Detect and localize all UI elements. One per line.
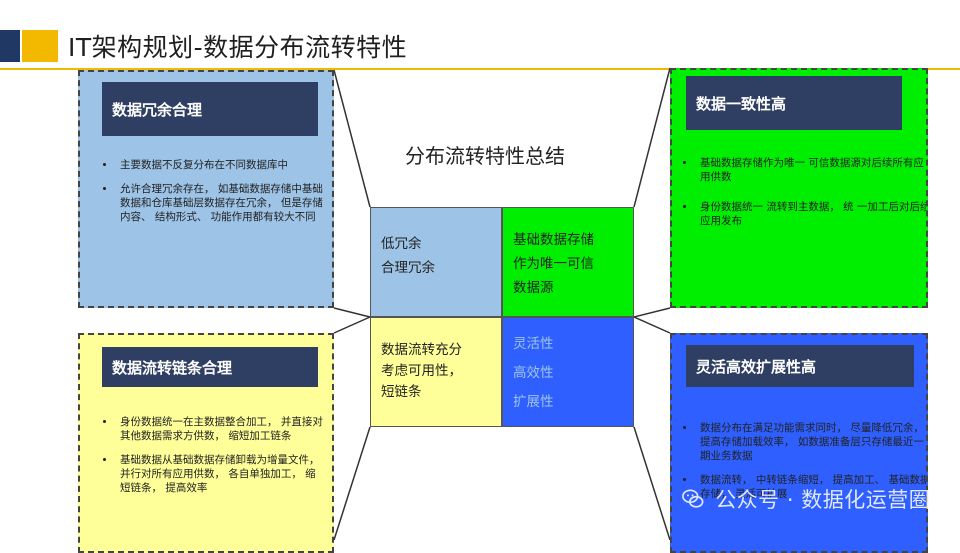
title-accent-navy — [0, 30, 20, 62]
quadrant-header: 数据一致性高 — [686, 76, 902, 130]
quadrant-box-data-consistency: 数据一致性高 基础数据存储作为唯一 可信数据源对后续所有应用供数 身份数据统一 … — [670, 68, 928, 308]
bullet-list: 主要数据不反复分布在不同数据库中 允许合理冗余存在， 如基础数据存储中基础数据和… — [100, 158, 326, 234]
quadrant-header: 灵活高效扩展性高 — [686, 345, 914, 387]
summary-cell-line: 合理冗余 — [381, 260, 435, 276]
summary-cell-redundancy: 低冗余 合理冗余 — [370, 207, 502, 317]
bullet-item: 允许合理冗余存在， 如基础数据存储中基础数据和仓库基础层数据存在冗余， 但是存储… — [116, 182, 326, 224]
connector-line-bottom-left — [333, 426, 371, 540]
title-underline — [0, 68, 960, 70]
summary-cell-line: 扩展性 — [513, 394, 554, 410]
bullet-item: 数据流转， 中转链条缩短， 提高加工、 基础数据存储， 灵活可扩展 — [696, 473, 926, 501]
bullet-item: 基础数据从基础数据存储卸载为增量文件， 并行对所有应用供数， 各自单独加工， 缩… — [116, 453, 326, 495]
connector-lines — [333, 67, 671, 540]
summary-cell-line: 作为唯一可信 — [513, 256, 594, 272]
summary-cell-line: 基础数据存储 — [513, 232, 594, 248]
quadrant-header: 数据冗余合理 — [102, 82, 318, 136]
bullet-item: 数据分布在满足功能需求同时， 尽量降低冗余， 提高存储加载效率， 如数据准备层只… — [696, 421, 926, 463]
watermark-text: 公众号 · 数据化运营圈 — [715, 488, 931, 512]
connector-line-mid-left-lower — [333, 316, 371, 334]
summary-cell-line: 短链条 — [381, 384, 422, 400]
quadrant-header: 数据流转链条合理 — [102, 347, 318, 387]
connector-line-mid-right-upper — [633, 307, 671, 318]
quadrant-box-data-flow-chain: 数据流转链条合理 身份数据统一在主数据整合加工， 并直接对其他数据需求方供数， … — [78, 333, 334, 553]
bullet-item: 主要数据不反复分布在不同数据库中 — [116, 158, 326, 172]
summary-cell-line: 数据源 — [513, 280, 554, 296]
summary-cell-line: 灵活性 — [513, 336, 554, 352]
summary-cell-line: 低冗余 — [381, 236, 422, 252]
summary-cell-line: 高效性 — [513, 365, 554, 381]
bullet-list: 基础数据存储作为唯一 可信数据源对后续所有应用供数 身份数据统一 流转到主数据，… — [680, 156, 926, 244]
summary-cell-flexibility: 灵活性 高效性 扩展性 — [502, 317, 634, 427]
quadrant-box-data-redundancy: 数据冗余合理 主要数据不反复分布在不同数据库中 允许合理冗余存在， 如基础数据存… — [78, 70, 334, 308]
summary-title: 分布流转特性总结 — [405, 144, 565, 168]
summary-cell-flow: 数据流转充分 考虑可用性， 短链条 — [370, 317, 502, 427]
quadrant-box-flexibility: 灵活高效扩展性高 数据分布在满足功能需求同时， 尽量降低冗余， 提高存储加载效率… — [670, 333, 928, 553]
bullet-list: 身份数据统一在主数据整合加工， 并直接对其他数据需求方供数， 缩短加工链条 基础… — [100, 415, 326, 505]
connector-line-bottom-right — [633, 426, 671, 540]
bullet-item: 基础数据存储作为唯一 可信数据源对后续所有应用供数 — [696, 156, 926, 184]
summary-cell-line: 数据流转充分 — [381, 342, 462, 358]
title-accent-gold — [22, 30, 58, 62]
connector-line-top-right — [633, 67, 671, 208]
bullet-list: 数据分布在满足功能需求同时， 尽量降低冗余， 提高存储加载效率， 如数据准备层只… — [680, 421, 926, 511]
summary-cell-line: 考虑可用性， — [381, 363, 462, 379]
summary-cell-consistency: 基础数据存储 作为唯一可信 数据源 — [502, 207, 634, 317]
bullet-item: 身份数据统一 流转到主数据， 统 一加工后对后续应用发布 — [696, 200, 926, 228]
connector-line-top-left — [333, 69, 371, 208]
wechat-icon — [682, 489, 704, 508]
bullet-item: 身份数据统一在主数据整合加工， 并直接对其他数据需求方供数， 缩短加工链条 — [116, 415, 326, 443]
watermark: 公众号 · 数据化运营圈 — [682, 484, 930, 514]
connector-line-mid-left-upper — [333, 307, 371, 318]
slide-title: IT架构规划-数据分布流转特性 — [68, 33, 408, 62]
connector-line-mid-right-lower — [633, 316, 671, 334]
